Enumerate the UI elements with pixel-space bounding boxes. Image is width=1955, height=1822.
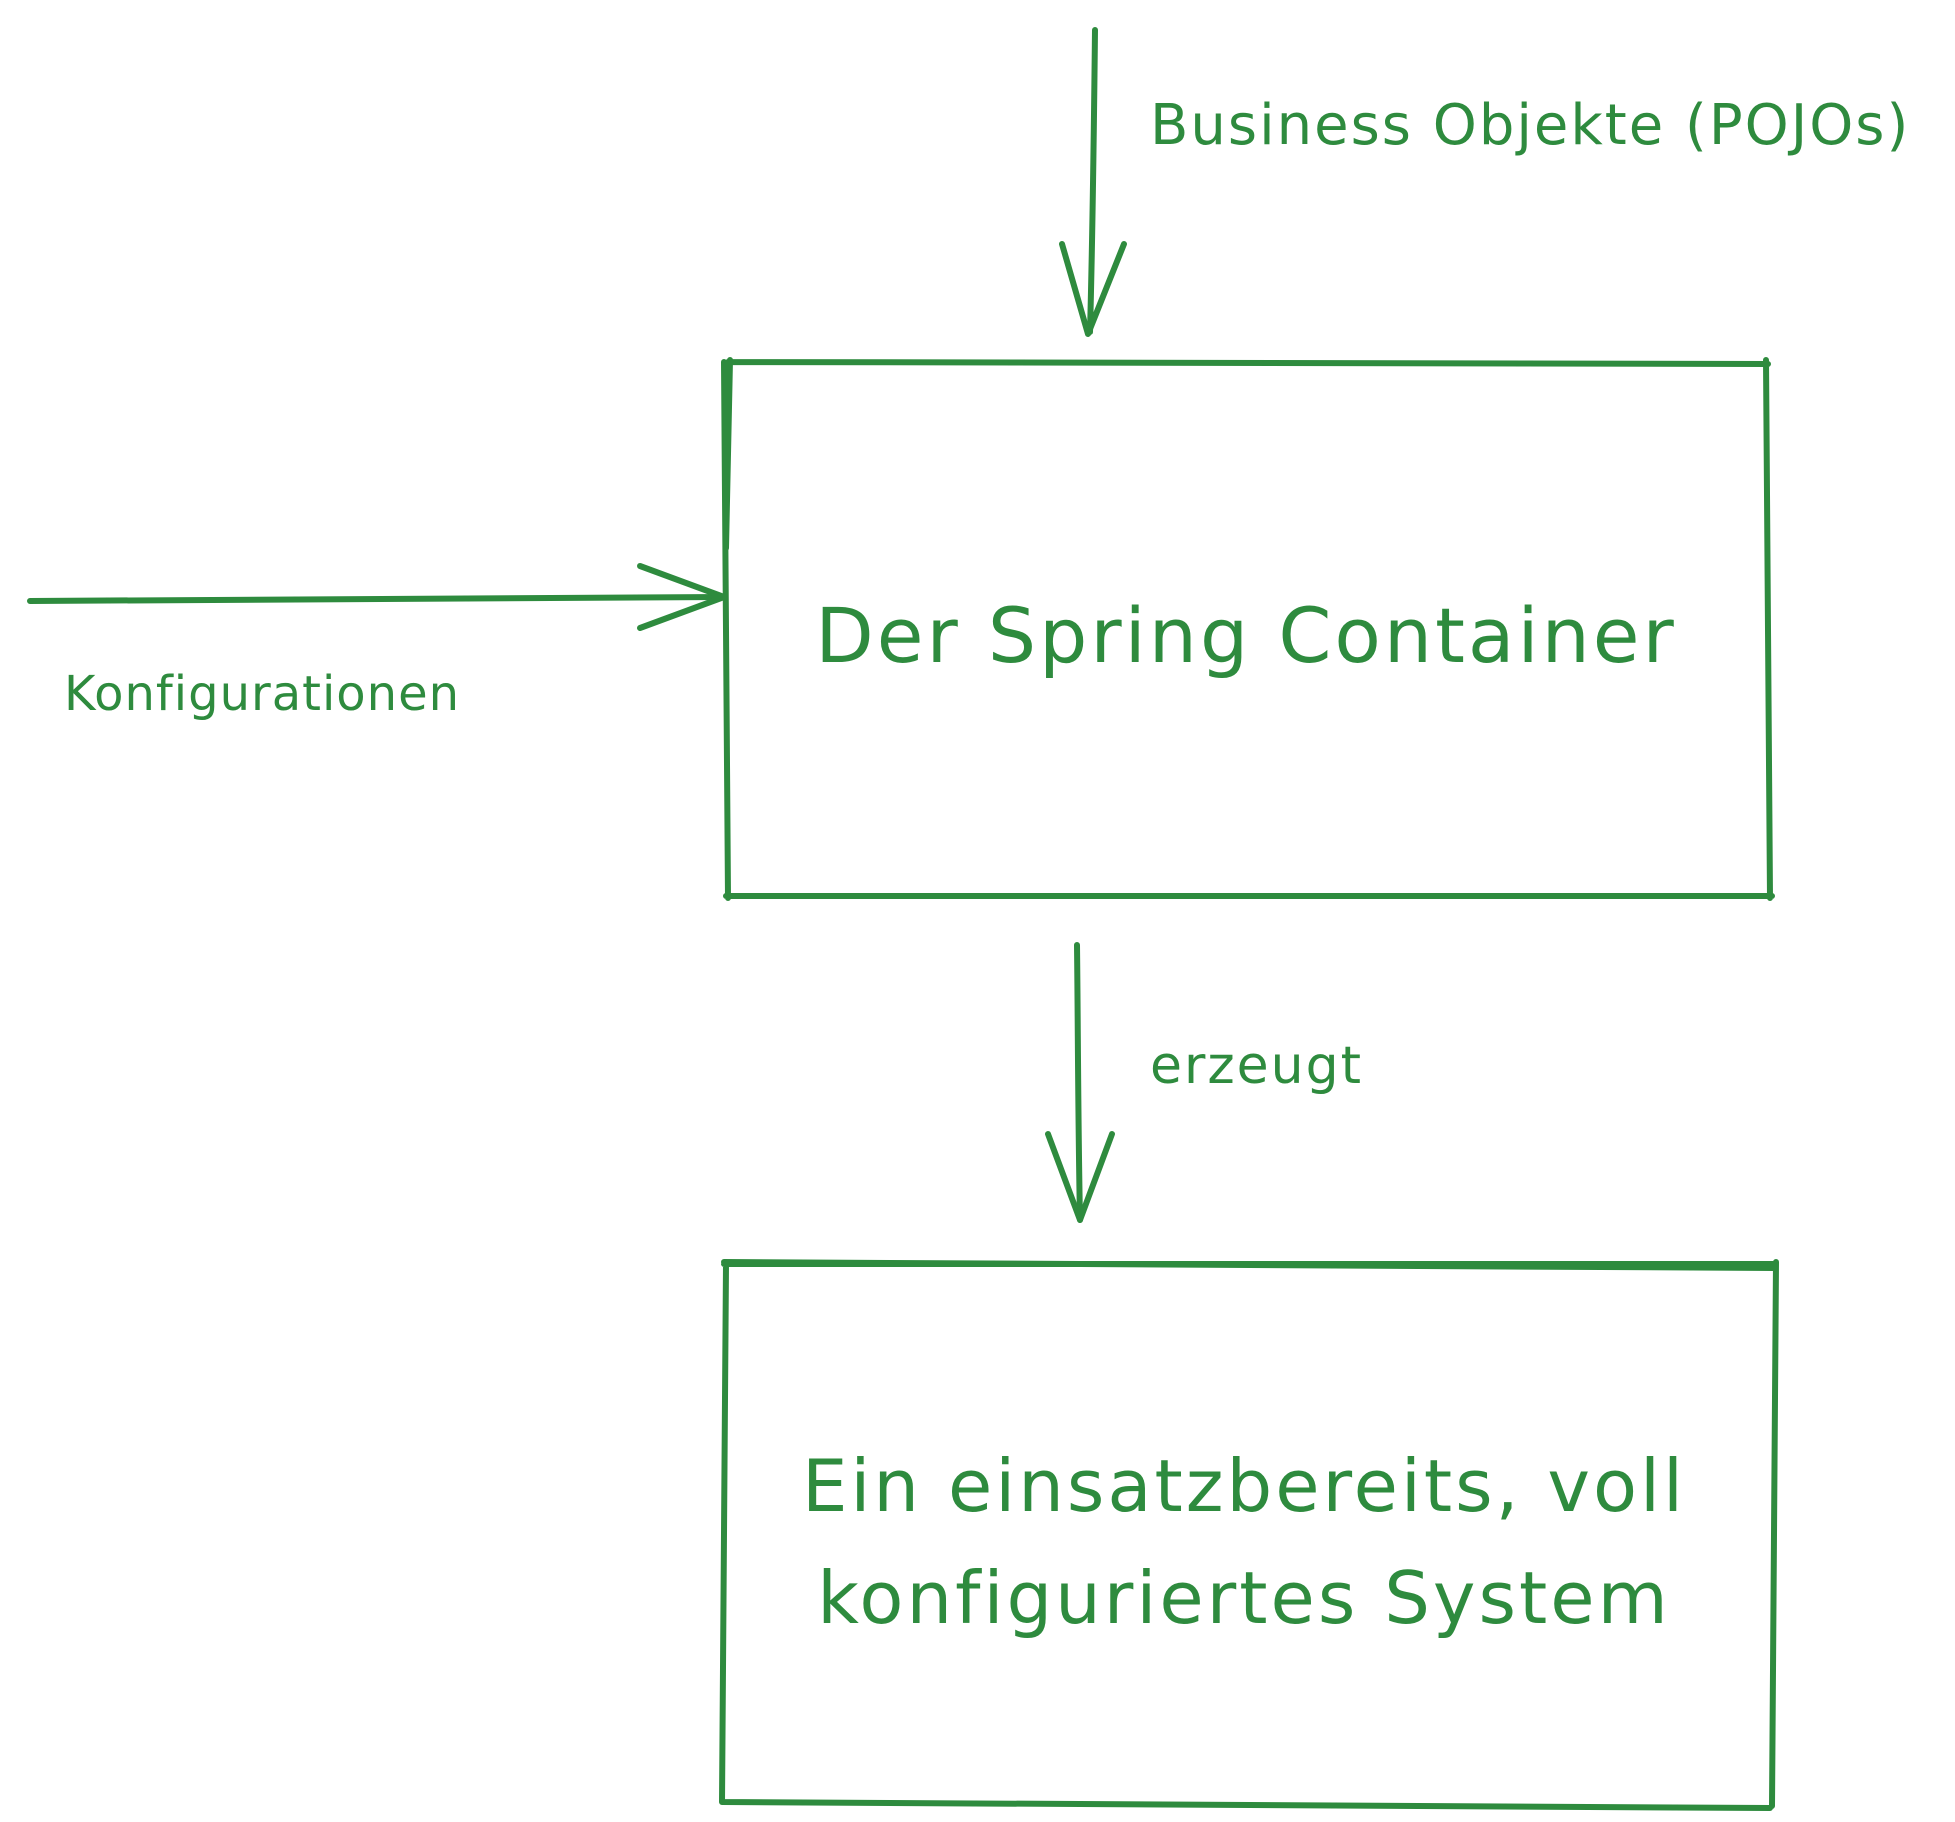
result-system-text-line-2: konfiguriertes System <box>817 1556 1671 1640</box>
arrow-creates-shaft <box>1074 942 1083 1223</box>
arrow-business-objects <box>1059 27 1127 337</box>
arrow-business-objects-shaft <box>1087 27 1098 335</box>
result-system-box-outline <box>719 1259 1779 1811</box>
business-objects-label: Business Objekte (POJOs) <box>1150 93 1911 158</box>
arrow-creates-head <box>1045 1131 1115 1223</box>
arrow-configurations <box>27 563 727 631</box>
creates-label: erzeugt <box>1150 1036 1364 1096</box>
spring-container-box <box>721 357 1775 901</box>
result-system-text: Ein einsatzbereits, voll konfiguriertes … <box>724 1430 1764 1654</box>
arrow-configurations-shaft <box>27 594 727 604</box>
result-system-box <box>719 1259 1779 1811</box>
arrow-creates <box>1045 942 1115 1223</box>
result-system-text-line-1: Ein einsatzbereits, voll <box>801 1444 1687 1528</box>
spring-container-box-outline <box>721 357 1775 901</box>
arrow-business-objects-head <box>1059 241 1127 337</box>
configurations-label: Konfigurationen <box>64 666 461 722</box>
spring-container-title: Der Spring Container <box>815 591 1677 680</box>
